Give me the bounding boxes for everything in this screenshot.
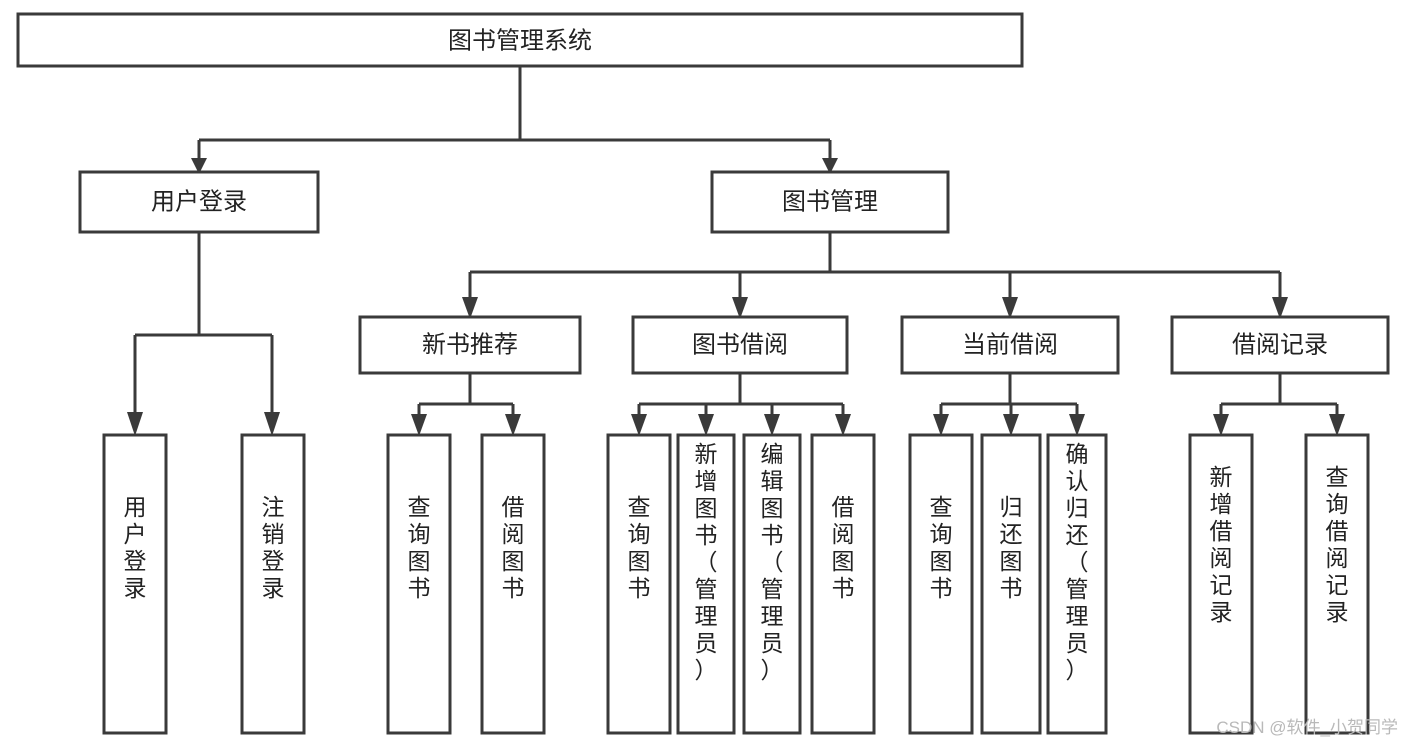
arrow-to-leaf-add-book: [698, 414, 714, 436]
leaf-add-book-label: 新增图书（管理员）: [695, 441, 718, 683]
leaf-return-book-label: 归还图书: [1000, 494, 1023, 601]
node-new-book-recommend-label: 新书推荐: [422, 331, 518, 358]
arrow-to-leaf-confirm-return: [1069, 414, 1085, 436]
node-book-borrow-label: 图书借阅: [692, 331, 788, 358]
node-book-manage[interactable]: 图书管理: [710, 170, 950, 234]
arrow-to-book-manage: [822, 158, 838, 174]
connector-bookborrow-to-leaves: [637, 373, 845, 420]
node-book-borrow-box[interactable]: [631, 315, 849, 375]
node-user-login-label: 用户登录: [151, 188, 247, 215]
leaf-add-record-label: 新增借阅记录: [1210, 464, 1233, 625]
leaf-node-return-book[interactable]: 归还图书: [980, 433, 1042, 735]
leaf-borrow-book-2-box[interactable]: [810, 433, 876, 735]
leaf-query-book-2-label: 查询图书: [628, 494, 651, 601]
leaf-node-add-record[interactable]: 新增借阅记录: [1188, 433, 1254, 735]
arrow-to-leaf-return-book: [1003, 414, 1019, 436]
arrow-to-leaf-query-record: [1329, 414, 1345, 436]
csdn-watermark: CSDN @软件_小贺同学: [1216, 718, 1398, 737]
leaf-logout-label: 注销登录: [262, 494, 285, 601]
leaf-confirm-return-box[interactable]: [1046, 433, 1108, 735]
arrow-to-leaf-edit-book: [764, 414, 780, 436]
leaf-user-login-label: 用户登录: [124, 494, 147, 601]
connector-currentborrow-to-leaves: [939, 373, 1079, 420]
leaf-return-book-box[interactable]: [980, 433, 1042, 735]
leaf-node-borrow-book-2[interactable]: 借阅图书: [810, 433, 876, 735]
leaf-query-book-3-label: 查询图书: [930, 494, 953, 601]
arrow-to-current-borrow: [1002, 297, 1018, 319]
leaf-query-record-label: 查询借阅记录: [1326, 464, 1349, 625]
leaf-node-user-login[interactable]: 用户登录: [102, 433, 168, 735]
arrow-to-book-borrow: [732, 297, 748, 319]
leaf-borrow-book-1-label: 借阅图书: [502, 494, 525, 601]
leaf-query-book-3-box[interactable]: [908, 433, 974, 735]
connector-root-to-level2: [197, 66, 832, 160]
leaf-query-book-1-box[interactable]: [386, 433, 452, 735]
node-new-book-recommend-box[interactable]: [358, 315, 582, 375]
arrow-to-leaf-add-record: [1213, 414, 1229, 436]
leaf-borrow-book-2-label: 借阅图书: [832, 494, 855, 601]
node-new-book-recommend[interactable]: 新书推荐: [358, 315, 582, 375]
arrow-to-borrow-record: [1272, 297, 1288, 319]
arrow-to-leaf-logout: [264, 412, 280, 436]
leaf-query-record-box[interactable]: [1304, 433, 1370, 735]
connector-layer: [127, 66, 1345, 436]
connector-userlogin-to-leaves: [133, 232, 274, 418]
leaf-node-add-book[interactable]: 新增图书（管理员）: [676, 433, 736, 735]
leaf-node-query-book-2[interactable]: 查询图书: [606, 433, 672, 735]
arrow-to-leaf-user-login: [127, 412, 143, 436]
leaf-query-book-2-box[interactable]: [606, 433, 672, 735]
connector-newbook-to-leaves: [417, 373, 515, 420]
node-borrow-record-label: 借阅记录: [1232, 331, 1328, 358]
arrow-to-leaf-query-book-1: [411, 414, 427, 436]
node-book-manage-box[interactable]: [710, 170, 950, 234]
node-user-login[interactable]: 用户登录: [78, 170, 320, 234]
leaf-query-book-1-label: 查询图书: [408, 494, 431, 601]
arrow-to-user-login: [191, 158, 207, 174]
leaf-add-book-box[interactable]: [676, 433, 736, 735]
node-root-label: 图书管理系统: [448, 27, 592, 54]
connector-bookmanage-to-level3: [468, 232, 1282, 300]
leaf-add-record-box[interactable]: [1188, 433, 1254, 735]
leaf-edit-book-box[interactable]: [742, 433, 802, 735]
node-current-borrow-box[interactable]: [900, 315, 1120, 375]
leaf-node-query-book-3[interactable]: 查询图书: [908, 433, 974, 735]
node-root[interactable]: 图书管理系统: [16, 12, 1024, 68]
leaf-node-query-record[interactable]: 查询借阅记录: [1304, 433, 1370, 735]
arrow-to-leaf-borrow-book-2: [835, 414, 851, 436]
leaf-confirm-return-label: 确认归还（管理员）: [1066, 441, 1089, 683]
node-book-manage-label: 图书管理: [782, 188, 878, 215]
arrow-to-new-book-recommend: [462, 297, 478, 319]
arrow-to-leaf-borrow-book-1: [505, 414, 521, 436]
leaf-logout-box[interactable]: [240, 433, 306, 735]
leaf-edit-book-label: 编辑图书（管理员）: [761, 441, 784, 683]
leaf-node-edit-book[interactable]: 编辑图书（管理员）: [742, 433, 802, 735]
arrow-to-leaf-query-book-2: [631, 414, 647, 436]
node-borrow-record[interactable]: 借阅记录: [1170, 315, 1390, 375]
node-current-borrow-label: 当前借阅: [962, 331, 1058, 358]
leaf-node-confirm-return[interactable]: 确认归还（管理员）: [1046, 433, 1108, 735]
node-book-borrow[interactable]: 图书借阅: [631, 315, 849, 375]
leaf-borrow-book-1-box[interactable]: [480, 433, 546, 735]
arrow-to-leaf-query-book-3: [933, 414, 949, 436]
node-root-box[interactable]: [16, 12, 1024, 68]
node-borrow-record-box[interactable]: [1170, 315, 1390, 375]
leaf-node-logout[interactable]: 注销登录: [240, 433, 306, 735]
node-user-login-box[interactable]: [78, 170, 320, 234]
leaf-node-borrow-book-1[interactable]: 借阅图书: [480, 433, 546, 735]
node-current-borrow[interactable]: 当前借阅: [900, 315, 1120, 375]
leaf-user-login-box[interactable]: [102, 433, 168, 735]
connector-borrowrecord-to-leaves: [1219, 373, 1339, 420]
leaf-node-query-book-1[interactable]: 查询图书: [386, 433, 452, 735]
